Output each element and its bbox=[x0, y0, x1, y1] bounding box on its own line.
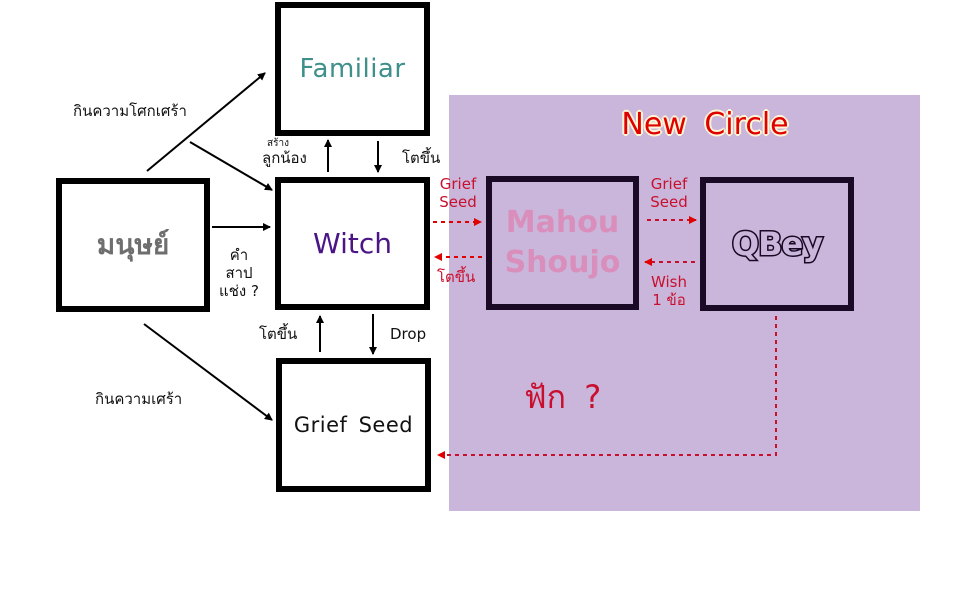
human-label: มนุษย์ bbox=[96, 228, 170, 261]
grief-seed-node: Grief Seed bbox=[276, 358, 431, 492]
mahou-shoujo-node: Mahou Shoujo bbox=[486, 176, 639, 310]
mahou-shoujo-label: Mahou Shoujo bbox=[505, 203, 621, 283]
label-wish-line2: 1 ข้อ bbox=[652, 291, 686, 309]
qbey-node: QBey bbox=[700, 177, 854, 311]
arrow-human-to-familiar bbox=[146, 72, 266, 172]
label-grow-up-grief: โตขึ้น bbox=[259, 325, 298, 343]
familiar-label: Familiar bbox=[299, 54, 406, 84]
dashed-arrow-qbey-to-grief-seed bbox=[437, 316, 777, 459]
label-gs-mahou-line1: Grief bbox=[439, 175, 477, 193]
label-gs-qbey-line2: Seed bbox=[650, 193, 688, 211]
label-eat-sadness: กินความเศร้า bbox=[95, 390, 183, 408]
label-curse-line3: แช่ง ? bbox=[219, 282, 259, 300]
witch-label: Witch bbox=[313, 227, 392, 260]
label-drop: Drop bbox=[390, 325, 427, 343]
arrow-branch-to-witch bbox=[189, 141, 273, 191]
grief-seed-label: Grief Seed bbox=[293, 413, 414, 437]
label-grief-seed-to-qbey: Grief Seed bbox=[646, 175, 692, 211]
label-curse-line1: คำ bbox=[229, 246, 249, 264]
witch-node: Witch bbox=[275, 177, 430, 310]
label-wish: Wish 1 ข้อ bbox=[646, 273, 692, 309]
new-circle-title: New Circle bbox=[621, 107, 789, 142]
new-circle-region bbox=[449, 95, 920, 511]
label-hatch: ฟัก ? bbox=[524, 378, 602, 416]
label-grief-seed-to-mahou: Grief Seed bbox=[436, 175, 480, 211]
label-create-small: สร้าง bbox=[267, 138, 289, 149]
label-grow-up-familiar: โตขึ้น bbox=[402, 149, 441, 167]
mahou-label-line2: Shoujo bbox=[504, 245, 621, 280]
arrow-human-to-grief-seed bbox=[143, 323, 273, 421]
label-wish-line1: Wish bbox=[651, 273, 687, 291]
label-eat-despair: กินความโศกเศร้า bbox=[73, 102, 187, 120]
familiar-node: Familiar bbox=[275, 2, 430, 136]
label-create-minion: ลูกน้อง bbox=[262, 149, 307, 167]
label-curse-line2: สาป bbox=[225, 264, 253, 282]
label-gs-mahou-line2: Seed bbox=[439, 193, 477, 211]
qbey-label: QBey bbox=[730, 224, 824, 265]
label-curse: คำ สาป แช่ง ? bbox=[213, 246, 265, 300]
human-node: มนุษย์ bbox=[56, 178, 210, 312]
label-mahou-to-witch: โตขึ้น bbox=[437, 268, 476, 286]
label-gs-qbey-line1: Grief bbox=[650, 175, 688, 193]
mahou-label-line1: Mahou bbox=[505, 205, 620, 240]
